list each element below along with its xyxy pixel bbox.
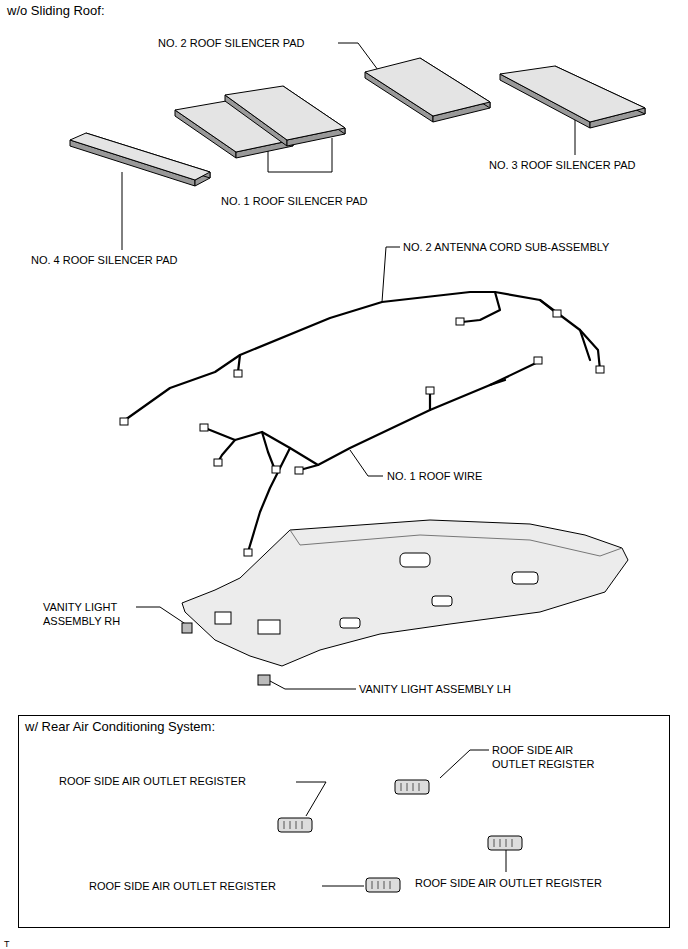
part-name: VANITY LIGHT ASSEMBLY RH — [42, 600, 136, 628]
leader-line — [382, 247, 400, 302]
part-name: VANITY LIGHT ASSEMBLY LH — [358, 682, 512, 696]
part-name: ROOF SIDE AIR OUTLET REGISTER — [414, 876, 603, 890]
opening — [340, 618, 360, 628]
part-name: NO. 2 ROOF SILENCER PAD — [157, 36, 306, 50]
vanity-light-lh — [258, 675, 270, 685]
wire-connector — [120, 418, 128, 425]
wire-connector — [553, 310, 561, 317]
leader-line — [350, 450, 383, 476]
wire-connector — [214, 459, 222, 466]
opening — [432, 596, 452, 606]
wire-connector — [295, 467, 303, 474]
wire-connector — [272, 466, 280, 473]
connectors — [120, 310, 604, 556]
pad-top — [365, 58, 490, 116]
leader-line — [296, 782, 326, 816]
leader-line — [322, 886, 364, 887]
part-name: NO. 4 ROOF SILENCER PAD — [30, 253, 179, 267]
part-name: NO. 2 ANTENNA CORD SUB-ASSEMBLY — [402, 240, 610, 254]
leader-line — [136, 607, 187, 625]
silencer-pads — [70, 58, 645, 186]
leader-line — [506, 850, 507, 872]
antenna-cord — [125, 292, 590, 420]
leader-line — [270, 681, 356, 689]
variant-heading: w/o Sliding Roof: — [6, 4, 106, 18]
wire-connector — [534, 357, 542, 364]
pad-top — [70, 133, 210, 180]
part-name: ROOF SIDE AIR OUTLET REGISTER — [491, 743, 613, 771]
pad-top — [225, 86, 345, 140]
wire-connector — [234, 370, 242, 377]
figure-code: T — [3, 937, 11, 949]
pad-top — [500, 66, 645, 122]
wire-connector — [596, 366, 604, 373]
opening — [215, 612, 231, 624]
antenna-cord-branch — [238, 292, 600, 372]
wire-harness — [125, 292, 600, 552]
part-name: ROOF SIDE AIR OUTLET REGISTER — [88, 879, 277, 893]
panel-heading: w/ Rear Air Conditioning System: — [23, 719, 217, 735]
dome-light-hole — [400, 553, 430, 567]
part-name: NO. 1 ROOF WIRE — [386, 469, 483, 483]
part-name: NO. 3 ROOF SILENCER PAD — [488, 158, 637, 172]
leader-line — [440, 750, 489, 778]
part-name: NO. 1 ROOF SILENCER PAD — [220, 194, 369, 208]
roof-wire — [205, 362, 538, 465]
opening — [512, 572, 538, 584]
leader-line — [122, 172, 123, 250]
wire-connector — [244, 549, 252, 556]
wire-connector — [426, 387, 434, 394]
headliner-panel — [182, 520, 628, 666]
vanity-light-rh — [182, 623, 192, 633]
wire-connector — [200, 424, 208, 431]
wire-connector — [456, 318, 464, 325]
leader-line — [338, 43, 378, 70]
part-name: ROOF SIDE AIR OUTLET REGISTER — [58, 774, 247, 788]
headliner — [182, 520, 628, 685]
headliner-edge — [290, 530, 622, 556]
opening — [258, 620, 280, 634]
